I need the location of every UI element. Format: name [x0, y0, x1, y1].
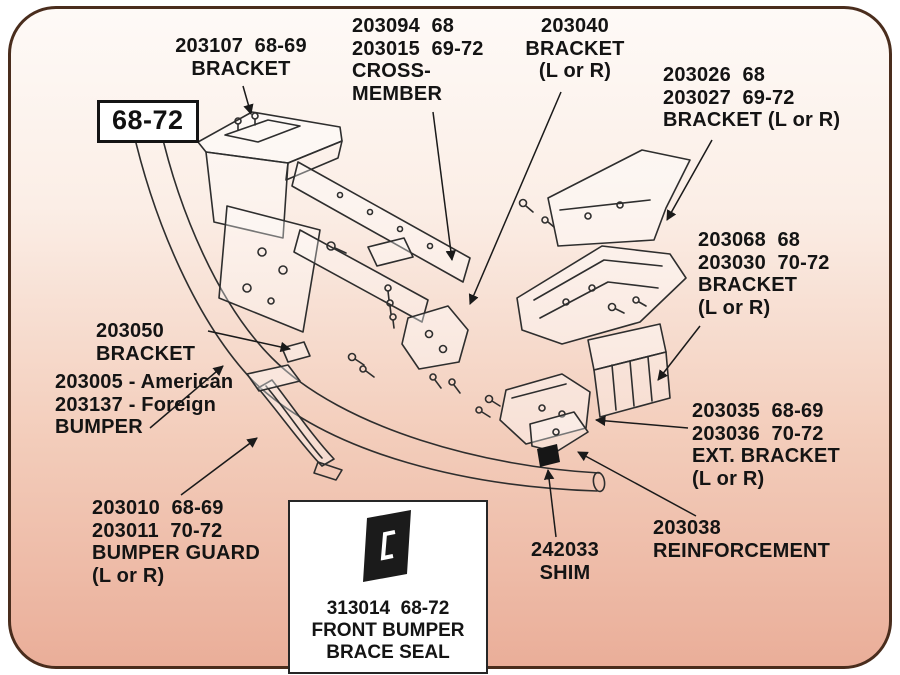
part-label-203050-bracket: 203050 BRACKET — [96, 320, 196, 365]
part-label-shim: 242033 SHIM — [531, 539, 599, 584]
part-label-bumper-guard: 203010 68-69 203011 70-72 BUMPER GUARD (… — [92, 497, 260, 587]
part-label-313014-brace-seal: 313014 68-72 FRONT BUMPER BRACE SEAL — [311, 597, 465, 663]
part-label-reinforcement: 203038 REINFORCEMENT — [653, 517, 831, 562]
part-label-bumper: 203005 - American 203137 - Foreign BUMPE… — [55, 371, 234, 439]
part-label-crossmember: 203094 68 203015 69-72 CROSS- MEMBER — [352, 15, 484, 105]
brace-seal-callout: 313014 68-72 FRONT BUMPER BRACE SEAL — [288, 500, 488, 674]
part-label-203107-bracket: 203107 68-69 BRACKET — [175, 35, 307, 80]
year-range-badge: 68-72 — [97, 100, 199, 143]
part-label-203026-bracket: 203026 68 203027 69-72 BRACKET (L or R) — [663, 64, 841, 132]
part-label-203068-bracket: 203068 68 203030 70-72 BRACKET (L or R) — [698, 229, 830, 319]
part-label-203040-bracket: 203040 BRACKET (L or R) — [525, 15, 625, 83]
part-label-ext-bracket: 203035 68-69 203036 70-72 EXT. BRACKET (… — [692, 400, 840, 490]
brace-seal-icon — [363, 510, 411, 582]
